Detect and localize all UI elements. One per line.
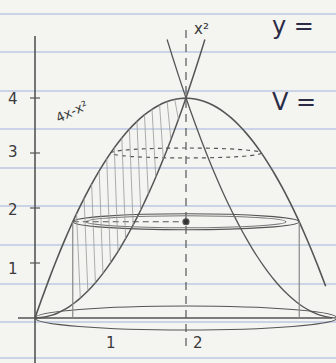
hatching — [114, 148, 118, 252]
axis-number: 2 — [8, 203, 18, 218]
cross-section — [73, 214, 300, 230]
hatching — [122, 138, 126, 239]
tick — [30, 97, 40, 98]
axis-number: 4 — [8, 92, 18, 107]
hatching — [99, 171, 103, 274]
hatching — [92, 184, 96, 283]
hatching — [77, 214, 81, 299]
curve-label: 4x-x² — [54, 99, 90, 125]
parabola-curve — [35, 40, 205, 318]
center-dot — [183, 219, 189, 225]
cross-section — [111, 148, 262, 158]
x-axis — [18, 317, 332, 319]
tick — [30, 207, 40, 208]
hatching — [152, 109, 156, 177]
curve-label: x² — [194, 22, 209, 37]
hatching — [137, 121, 141, 210]
hatching — [144, 115, 148, 195]
tick — [30, 262, 40, 263]
hatching — [107, 159, 111, 263]
parabola-mirror — [167, 40, 336, 318]
axis-number: 2 — [193, 336, 203, 351]
tick — [30, 152, 40, 153]
shell-side — [72, 222, 73, 318]
axis-number: 1 — [106, 336, 116, 351]
axis-number: 1 — [8, 262, 18, 277]
hatching — [129, 129, 133, 225]
hatching — [84, 198, 88, 291]
equation-label: V = — [272, 90, 316, 114]
hatching — [167, 101, 171, 139]
hatching — [175, 99, 179, 119]
y-axis — [34, 36, 36, 363]
axis-number: 3 — [8, 145, 18, 160]
shell-side — [299, 222, 300, 318]
cross-section — [35, 306, 336, 330]
dome-curve — [35, 98, 326, 318]
equation-label: y = — [272, 14, 314, 38]
hatching — [160, 105, 164, 159]
ruled-lines — [0, 14, 336, 358]
rotation-axis — [185, 30, 186, 348]
radius-line — [73, 221, 186, 222]
pencil-sketch — [18, 30, 336, 363]
